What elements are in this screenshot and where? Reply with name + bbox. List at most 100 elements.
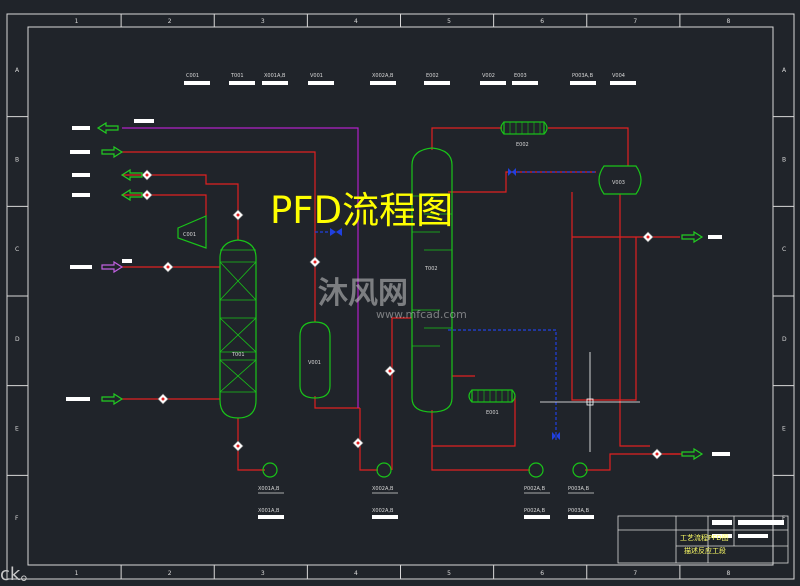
corner-text: ck。 bbox=[0, 564, 39, 585]
right-border-letter: F bbox=[782, 515, 786, 522]
top-row-label: X002A,B bbox=[372, 73, 394, 79]
utility-line bbox=[122, 127, 359, 408]
drum-to-pump bbox=[359, 408, 378, 471]
top-row-label: X001A,B bbox=[264, 73, 286, 79]
stream-arrow-icon bbox=[101, 145, 124, 159]
left-border-letter: F bbox=[15, 515, 19, 522]
title-block bbox=[617, 515, 789, 564]
bottom-border-number: 7 bbox=[633, 570, 637, 577]
reflux-drum bbox=[598, 165, 642, 195]
stream-tag bbox=[122, 259, 132, 263]
drum3-bottom bbox=[619, 194, 650, 447]
left-border-letter: E bbox=[15, 426, 19, 433]
top-border-number: 7 bbox=[633, 18, 637, 25]
utility-lines bbox=[122, 127, 359, 408]
top-row-label: E003 bbox=[514, 73, 527, 79]
condenser-out bbox=[548, 127, 629, 166]
top-row-label-box bbox=[424, 81, 450, 85]
equipment-labels: C001 T001 V001 T002 E002 V003 E001 X001A… bbox=[183, 142, 625, 492]
stream-tag bbox=[66, 397, 90, 401]
drum-bottom bbox=[314, 396, 360, 409]
valve-center bbox=[356, 441, 360, 445]
valve-center bbox=[646, 235, 650, 239]
top-row-label: V001 bbox=[310, 73, 323, 79]
top-row-label-box bbox=[262, 81, 288, 85]
valve-center bbox=[145, 173, 149, 177]
stream-tag bbox=[72, 173, 90, 177]
stream-tag bbox=[70, 150, 90, 154]
column-1-packing bbox=[219, 249, 257, 393]
label-reboiler: E001 bbox=[486, 410, 499, 416]
reflux-line bbox=[448, 171, 596, 193]
top-border-number: 1 bbox=[75, 18, 79, 25]
top-row-label-box bbox=[512, 81, 538, 85]
equipment bbox=[177, 121, 642, 478]
top-border-number: 5 bbox=[447, 18, 451, 25]
label-drum-1: V001 bbox=[308, 360, 321, 366]
stream-tag bbox=[712, 452, 730, 456]
label-column-2: T002 bbox=[424, 266, 438, 272]
top-row-label: V004 bbox=[612, 73, 625, 79]
stream-tag bbox=[72, 193, 90, 197]
top-border-number: 3 bbox=[261, 18, 265, 25]
valve-center bbox=[236, 444, 240, 448]
stream-arrow-icon bbox=[120, 168, 143, 182]
watermark-url: www.mfcad.com bbox=[376, 308, 467, 321]
right-border-letter: E bbox=[782, 426, 786, 433]
stream-tag bbox=[72, 126, 90, 130]
column2-bottom-2 bbox=[431, 446, 530, 471]
column1-bottom bbox=[237, 418, 265, 471]
valve-center bbox=[388, 369, 392, 373]
valves bbox=[141, 169, 663, 460]
top-border-number: 8 bbox=[726, 18, 730, 25]
watermark: 沐风网 www.mfcad.com bbox=[318, 268, 467, 321]
cad-crosshair[interactable] bbox=[540, 352, 640, 452]
stream-arrow-icon bbox=[681, 230, 704, 244]
stream-tag bbox=[134, 119, 154, 123]
bottom-border-number: 4 bbox=[354, 570, 358, 577]
top-border-number: 4 bbox=[354, 18, 358, 25]
bottom-border-number: 2 bbox=[168, 570, 172, 577]
lower-label-1: X001A,B bbox=[258, 508, 280, 514]
label-pump-4: P003A,B bbox=[568, 486, 590, 492]
drum-1 bbox=[299, 321, 331, 399]
border-ticks bbox=[7, 14, 794, 579]
top-border-number: 2 bbox=[168, 18, 172, 25]
title-block-fills bbox=[712, 520, 784, 538]
stream-arrow-icon bbox=[101, 392, 124, 406]
right-border-letter: B bbox=[782, 157, 786, 164]
top-row-label: C001 bbox=[186, 73, 199, 79]
control-lines bbox=[315, 171, 596, 440]
title-block-line-2: 描述反应工段 bbox=[684, 546, 726, 555]
pump2-up bbox=[391, 317, 412, 470]
top-row-label: P003A,B bbox=[572, 73, 594, 79]
label-compressor: C001 bbox=[183, 232, 196, 238]
control-valve-1 bbox=[330, 228, 342, 236]
left-border-letter: B bbox=[15, 157, 19, 164]
valve-center bbox=[655, 452, 659, 456]
valve-center bbox=[145, 193, 149, 197]
label-column-1: T001 bbox=[231, 352, 245, 358]
bottom-border-number: 8 bbox=[726, 570, 730, 577]
column2-bottom bbox=[431, 396, 516, 447]
bottom-border-number: 5 bbox=[447, 570, 451, 577]
label-pump-1: X001A,B bbox=[258, 486, 280, 492]
stream-arrows bbox=[96, 121, 704, 461]
pumps bbox=[262, 462, 588, 478]
lower-label-boxes bbox=[258, 515, 594, 519]
pump-to-product bbox=[585, 453, 680, 471]
column-2-trays bbox=[412, 195, 452, 347]
lower-label-4: P003A,B bbox=[568, 508, 590, 514]
stream-tags bbox=[66, 119, 730, 456]
label-reflux-drum: V003 bbox=[612, 180, 625, 186]
label-condenser: E002 bbox=[516, 142, 529, 148]
column-2 bbox=[411, 147, 453, 413]
valve-center bbox=[166, 265, 170, 269]
lower-labels: X001A,B X002A,B P002A,B P003A,B bbox=[258, 508, 590, 514]
stream-arrow-icon bbox=[120, 188, 143, 202]
title-block-line-1: 工艺流程PFD图 bbox=[680, 533, 729, 542]
title-block-text: 工艺流程PFD图 描述反应工段 bbox=[680, 533, 729, 555]
